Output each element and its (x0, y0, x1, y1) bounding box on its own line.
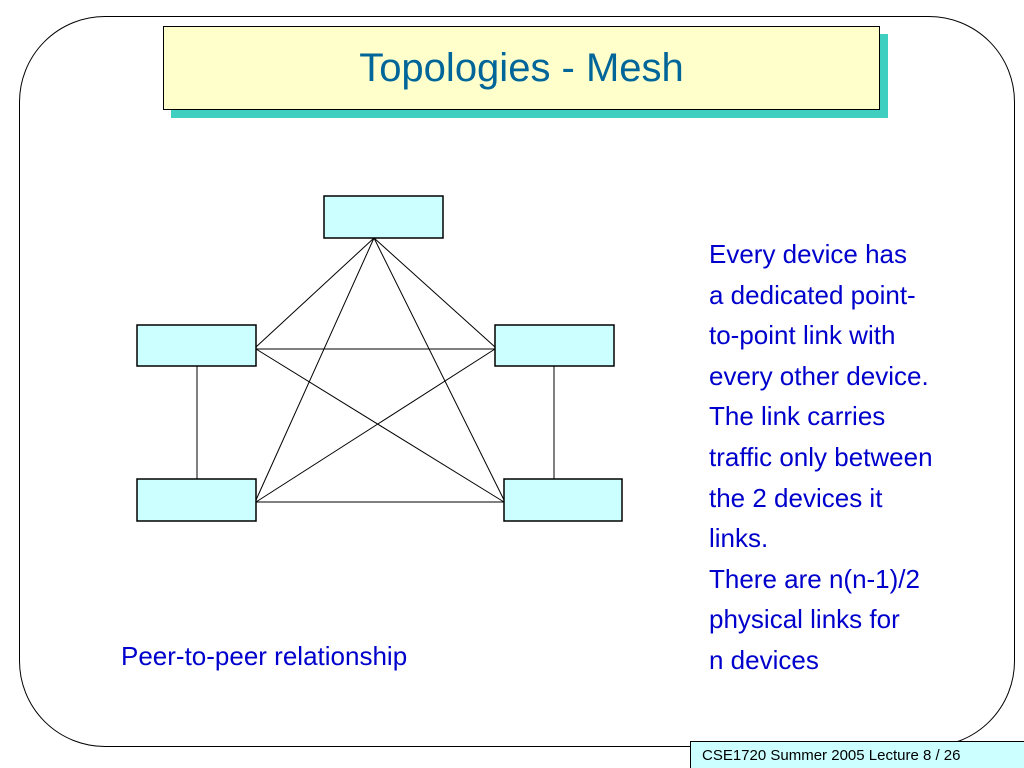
diagram-caption: Peer-to-peer relationship (121, 641, 408, 671)
mesh-description: Every device has a dedicated point- to-p… (709, 239, 933, 675)
link-top-lower-right (373, 237, 505, 501)
link-top-upper-left (255, 237, 375, 348)
mesh-links (196, 237, 555, 503)
device-node-upper-left (136, 324, 257, 367)
slide-frame (19, 16, 1015, 747)
link-upper-right-lower-left (255, 348, 496, 503)
mesh-nodes (136, 195, 623, 522)
footer-text: CSE1720 Summer 2005 Lecture 8 / 26 (702, 746, 961, 764)
device-node-lower-right (503, 478, 623, 522)
device-node-top (323, 195, 444, 239)
link-upper-left-lower-right (255, 348, 505, 503)
device-node-lower-left (136, 478, 257, 522)
slide-title: Topologies - Mesh (359, 46, 684, 90)
device-node-upper-right (494, 324, 615, 367)
title-box: Topologies - Mesh (163, 26, 880, 110)
link-top-upper-right (373, 237, 496, 348)
link-top-lower-left (255, 237, 375, 501)
slide-footer: CSE1720 Summer 2005 Lecture 8 / 26 (690, 741, 1024, 768)
